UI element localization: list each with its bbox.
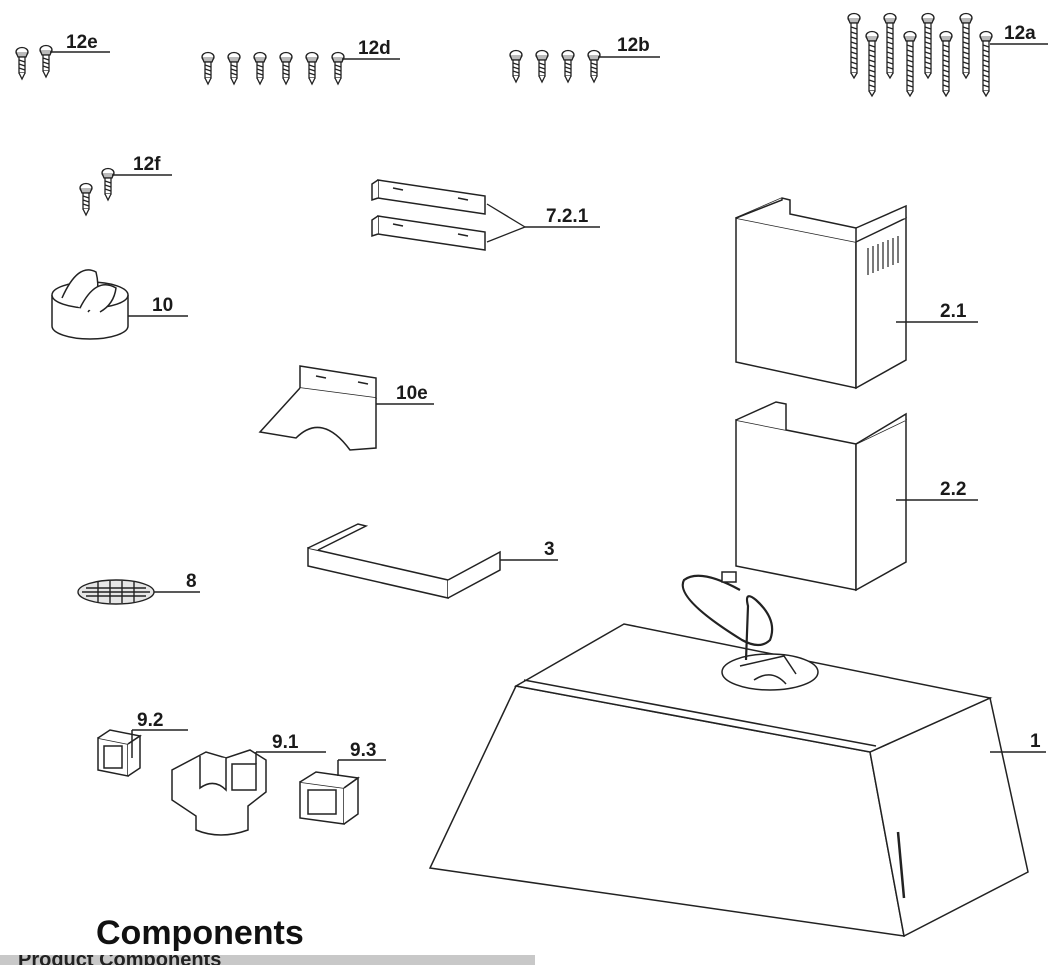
label-12e: 12e [66,32,98,53]
label-10: 10 [152,295,174,316]
label-1: 1 [1030,731,1041,752]
filter-8 [77,579,200,605]
label-12a: 12a [1004,23,1036,44]
section-bar: Product Components [0,955,535,965]
adapter-9-3 [299,759,386,825]
range-hood-1 [428,571,1046,938]
screws-12e [15,44,110,80]
screws-12f [79,167,172,216]
label-2-2: 2.2 [940,479,967,500]
label-2-1: 2.1 [940,301,967,322]
adapter-9-1 [171,749,326,836]
label-7-2-1: 7.2.1 [546,206,589,227]
label-8: 8 [186,571,197,592]
screws-12b [509,49,660,83]
label-10e: 10e [396,383,428,404]
frame-3 [307,523,558,599]
label-3: 3 [544,539,555,560]
section-bar-text: Product Components [18,955,221,965]
adapter-9-2 [97,729,188,777]
components-heading: Components [96,914,304,952]
damper-10 [51,269,188,340]
brackets-7-2-1 [371,179,600,251]
screws-12a [847,12,1048,97]
screws-12d [201,51,400,85]
chimney-2-2 [735,401,978,592]
label-9-1: 9.1 [272,732,299,753]
label-12d: 12d [358,38,391,59]
chimney-2-1 [735,197,978,390]
label-12b: 12b [617,35,650,56]
label-9-3: 9.3 [350,740,377,761]
bracket-10e [258,365,434,451]
label-12f: 12f [133,154,161,175]
label-9-2: 9.2 [137,710,164,731]
